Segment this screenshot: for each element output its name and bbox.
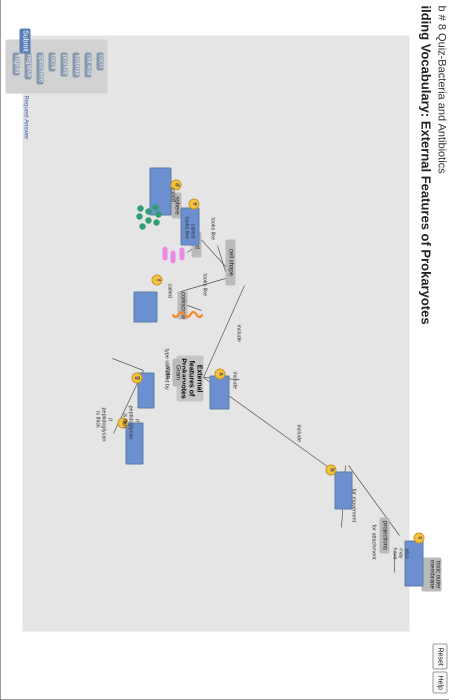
link-also-may-have: also may have [391,547,410,560]
answer-slot-a[interactable] [209,375,230,410]
link-if-thin: if peptidoglycan is thin [121,405,140,440]
submit-button[interactable]: Submit [19,28,31,54]
corkscrew-bacteria-icon [171,310,204,319]
term-bacilli[interactable]: bacilli [48,52,56,72]
link-include-2: include [231,371,238,389]
link-include-3: include [295,424,302,442]
term-cocci[interactable]: cocci [96,52,104,71]
link-called-1: called [169,187,176,202]
label-e-badge: e [188,198,200,210]
node-toxic-outer-membrane: toxic outer membrane [421,557,442,592]
link-looks-like-3: looks like [201,273,208,297]
label-f-badge: f [151,274,163,286]
link-called-3: called [166,283,173,298]
term-positive[interactable]: positive [60,52,68,77]
term-fimbriae[interactable]: fimbriae [72,52,80,78]
term-spirochete[interactable]: spirochete [36,52,44,85]
link-include-1: include [235,324,242,342]
label-b-badge: b [325,464,337,476]
request-answer-link[interactable]: Request Answer [22,95,29,140]
node-gram-stain: Gram stain [165,358,183,387]
sphere-bacteria-icon [136,204,162,230]
link-type-identified-by: type identified by [163,348,170,390]
term-negative[interactable]: negative [24,52,32,80]
node-projections: projections [379,517,390,554]
node-cell-shape: cell shape [225,239,236,286]
link-looks-like-2: looks like [209,217,216,241]
term-cell-wall[interactable]: cell wall [84,52,92,78]
label-c-badge: c [413,532,425,544]
label-g-badge: g [131,372,143,384]
link-called-2: called [189,223,196,238]
link-if-thick: if peptidoglycan is thick [94,407,113,442]
rod-bacteria-icon [162,246,185,264]
link-for-attachment: for attachment [370,524,377,560]
label-a-badge: a [214,368,226,380]
link-for-movement: for movement [350,488,357,523]
answer-slot-f[interactable] [133,291,158,323]
term-flagella[interactable]: flagella [12,52,20,76]
